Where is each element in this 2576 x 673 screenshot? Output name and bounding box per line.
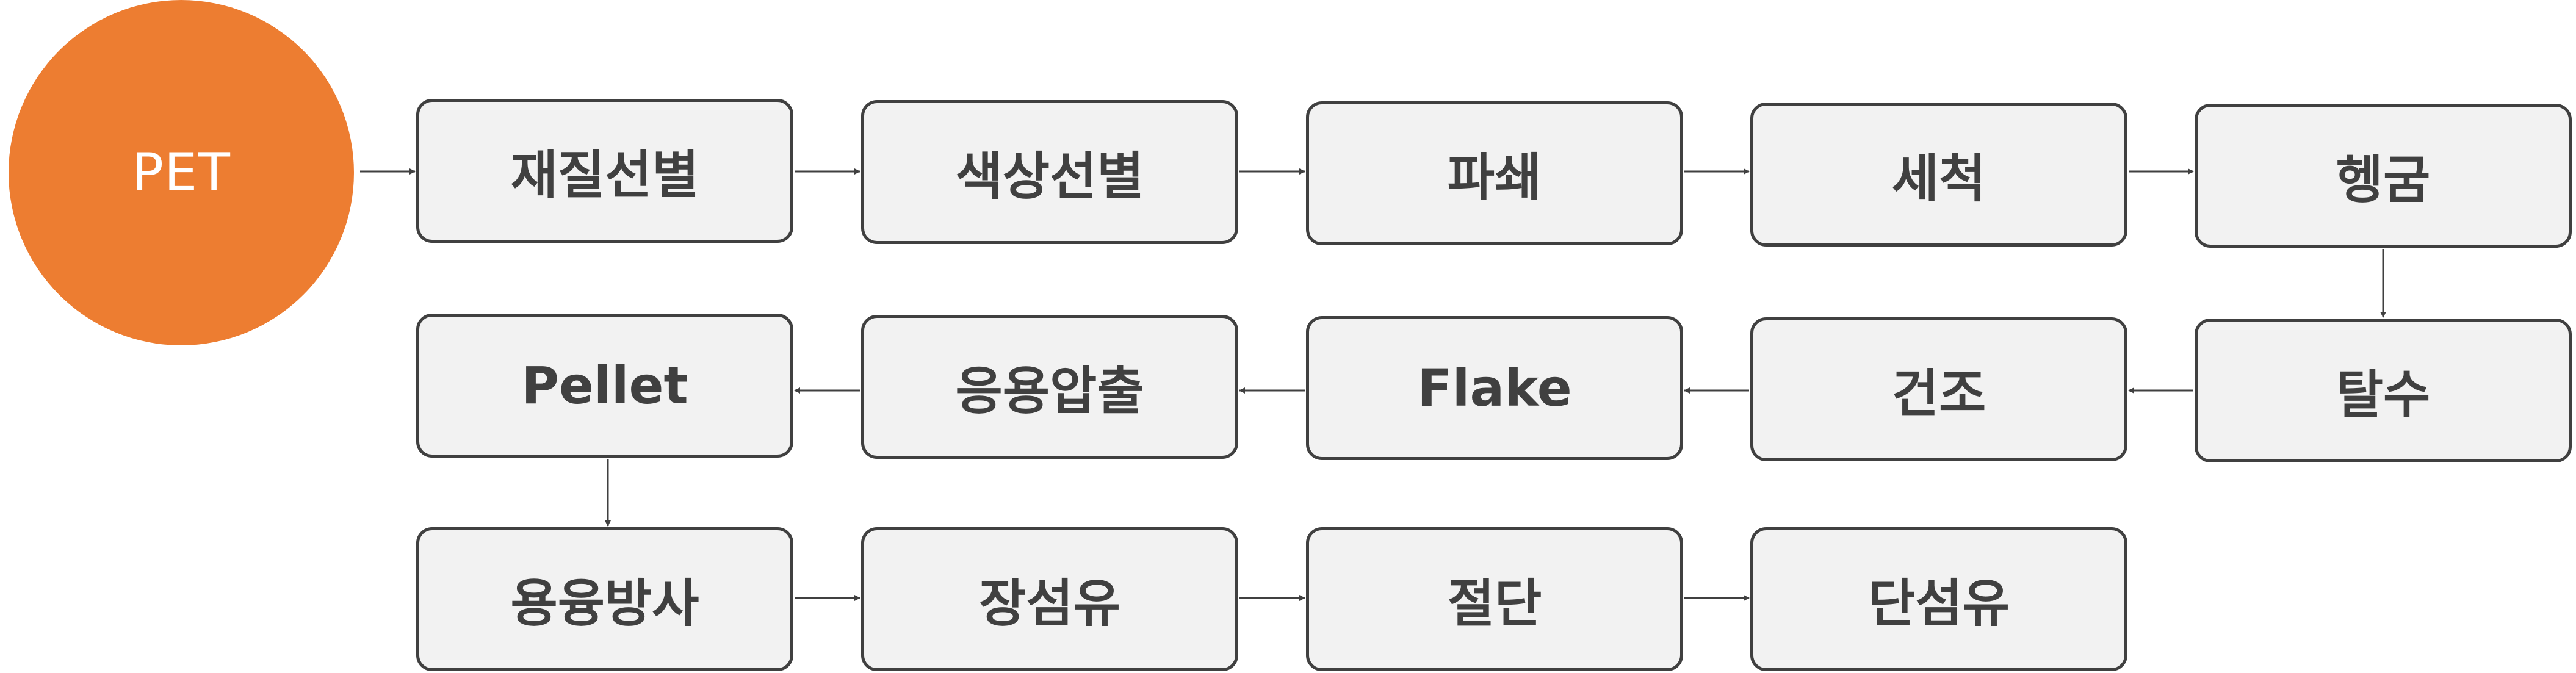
start-node-label: PET [132, 142, 231, 203]
step-label: 재질선별 [510, 145, 699, 205]
step-label: 헹굼 [2336, 149, 2431, 210]
step-label: Flake [1417, 358, 1572, 418]
step-box-crushing: 파쇄 [1306, 101, 1683, 245]
step-box-dewatering: 탈수 [2195, 319, 2572, 462]
step-box-pellet: Pellet [416, 314, 793, 458]
step-box-filament-fiber: 장섬유 [861, 527, 1238, 671]
step-box-staple-fiber: 단섬유 [1750, 527, 2127, 671]
step-label: 절단 [1447, 573, 1542, 633]
step-box-cutting: 절단 [1306, 527, 1683, 671]
step-box-drying: 건조 [1750, 317, 2127, 461]
step-box-color-sorting: 색상선별 [861, 100, 1238, 244]
step-box-flake: Flake [1306, 316, 1683, 460]
step-label: 파쇄 [1447, 147, 1542, 207]
step-label: 장섬유 [979, 573, 1120, 633]
step-label: 색상선별 [955, 146, 1144, 206]
step-label: 용융방사 [510, 573, 699, 633]
step-label: 단섬유 [1868, 573, 2010, 633]
step-label: 건조 [1891, 363, 1986, 423]
step-box-melt-spinning: 용융방사 [416, 527, 793, 671]
step-box-material-sorting: 재질선별 [416, 99, 793, 243]
step-label: Pellet [521, 356, 688, 416]
step-box-washing: 세척 [1750, 103, 2127, 247]
step-label: 탈수 [2336, 364, 2431, 425]
step-label: 세척 [1891, 148, 1986, 209]
step-box-rinsing: 헹굼 [2195, 104, 2572, 248]
step-label: 응용압출 [955, 361, 1144, 421]
step-box-extrusion: 응용압출 [861, 315, 1238, 459]
start-node-pet: PET [9, 0, 354, 345]
